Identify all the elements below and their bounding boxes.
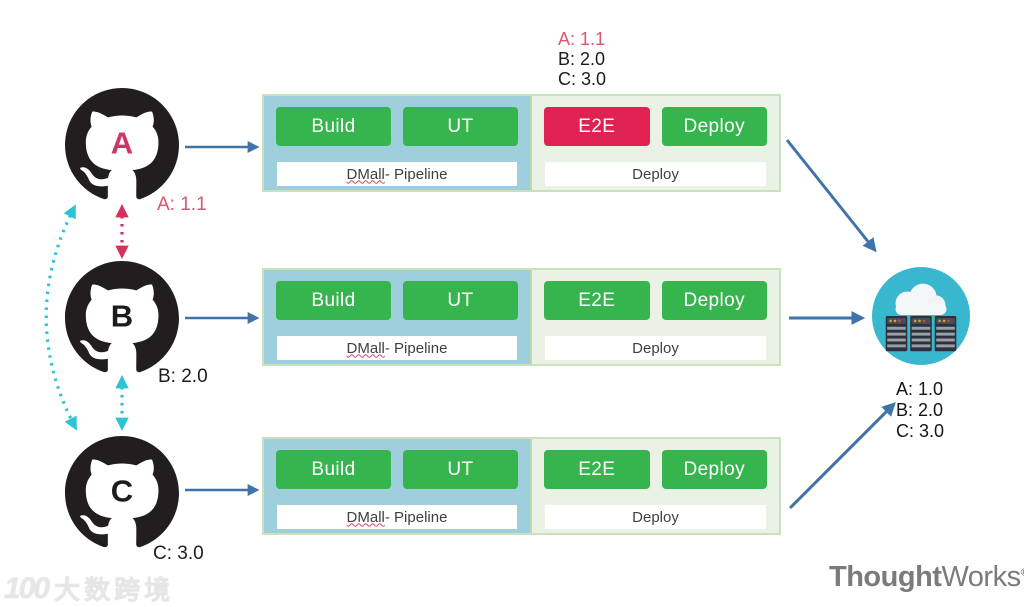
- github-icon: [65, 261, 179, 373]
- server-deployed-versions: A: 1.0 B: 2.0 C: 3.0: [896, 379, 944, 442]
- caption: Deploy: [632, 508, 679, 526]
- caption: Deploy: [632, 165, 679, 183]
- stage-deploy: Deploy: [661, 107, 767, 146]
- stage-build: Build: [276, 107, 391, 146]
- arrow-pipeline-c-to-server: [788, 402, 896, 510]
- github-repo-c: C: [65, 436, 179, 550]
- pipeline-row-a: Build UT DMall - Pipeline E2E Deploy Dep…: [262, 94, 781, 192]
- stage-ut: UT: [403, 107, 518, 146]
- repo-c-version: C: 3.0: [153, 543, 204, 564]
- repo-letter-a: A: [110, 125, 134, 161]
- cloud-server-icon: [872, 267, 970, 365]
- deploy-panel: E2E Deploy Deploy: [530, 96, 779, 190]
- deploy-panel: E2E Deploy Deploy: [530, 439, 779, 533]
- stage-ut: UT: [403, 450, 518, 489]
- repo-letter-b: B: [110, 298, 134, 334]
- stage-build: Build: [276, 450, 391, 489]
- watermark-logo: 100: [4, 571, 50, 605]
- stage-deploy: Deploy: [661, 450, 767, 489]
- ci-panel-caption: DMall - Pipeline: [277, 162, 517, 186]
- deploy-panel: E2E Deploy Deploy: [530, 270, 779, 364]
- legend-line-c: C: 3.0: [558, 69, 607, 89]
- legend-line-a: A: 1.1: [558, 29, 606, 49]
- ci-panel: Build UT DMall - Pipeline: [264, 439, 530, 533]
- stage-build: Build: [276, 281, 391, 320]
- thoughtworks-logo: ThoughtWorks®: [829, 561, 1024, 594]
- ci-panel-caption: DMall - Pipeline: [277, 336, 517, 360]
- caption: Deploy: [632, 339, 679, 357]
- caption-rest: - Pipeline: [384, 339, 448, 357]
- caption-rest: - Pipeline: [384, 508, 448, 526]
- deployment-server: [872, 267, 970, 365]
- stage-ut: UT: [403, 281, 518, 320]
- repo-letter-c: C: [110, 473, 134, 509]
- arrow-pipeline-a-to-server: [785, 139, 877, 253]
- stage-e2e: E2E: [544, 107, 650, 146]
- watermark: 100 大数跨境: [4, 570, 174, 607]
- pipeline-row-b: Build UT DMall - Pipeline E2E Deploy Dep…: [262, 268, 781, 366]
- stage-e2e: E2E: [544, 281, 650, 320]
- stage-deploy: Deploy: [661, 281, 767, 320]
- github-icon: [65, 436, 179, 548]
- github-repo-a: A: [65, 88, 179, 202]
- pipeline-versions-legend: A: 1.1 B: 2.0 C: 3.0: [558, 29, 606, 89]
- repo-a-version: A: 1.1: [157, 194, 207, 215]
- repo-b-version: B: 2.0: [158, 366, 208, 387]
- pipeline-row-c: Build UT DMall - Pipeline E2E Deploy Dep…: [262, 437, 781, 535]
- server-racks: [885, 316, 957, 352]
- server-version-c: C: 3.0: [896, 421, 945, 441]
- deploy-panel-caption: Deploy: [545, 162, 766, 186]
- server-version-b: B: 2.0: [896, 400, 944, 420]
- stage-e2e: E2E: [544, 450, 650, 489]
- caption-word: DMall: [346, 165, 385, 183]
- caption-word: DMall: [346, 508, 385, 526]
- github-repo-b: B: [65, 261, 179, 375]
- logo-bold-part: Thought: [829, 561, 942, 593]
- deploy-panel-caption: Deploy: [545, 336, 766, 360]
- watermark-text: 大数跨境: [54, 575, 175, 605]
- github-icon: [65, 88, 179, 200]
- ci-panel: Build UT DMall - Pipeline: [264, 96, 530, 190]
- ci-panel: Build UT DMall - Pipeline: [264, 270, 530, 364]
- deploy-panel-caption: Deploy: [545, 505, 766, 529]
- server-version-a: A: 1.0: [896, 379, 944, 399]
- legend-line-b: B: 2.0: [558, 49, 606, 69]
- cloud-shape: [895, 283, 947, 316]
- caption-rest: - Pipeline: [384, 165, 448, 183]
- ci-panel-caption: DMall - Pipeline: [277, 505, 517, 529]
- caption-word: DMall: [346, 339, 385, 357]
- logo-regular-part: Works: [941, 561, 1021, 593]
- registered-mark: ®: [1021, 567, 1024, 578]
